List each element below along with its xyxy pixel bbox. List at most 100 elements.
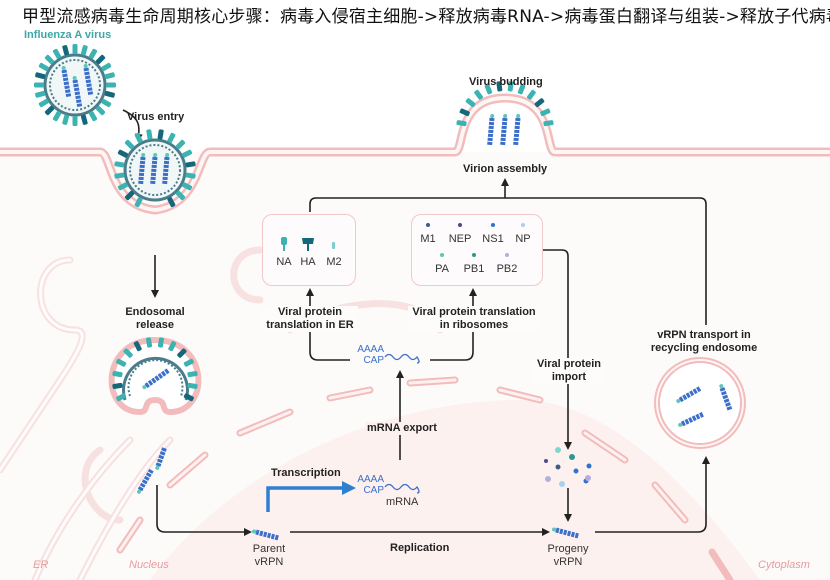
endosome-virion-spikes <box>112 337 198 402</box>
vrpn-polymerase <box>142 385 147 390</box>
ha-spike <box>183 393 194 402</box>
vrpn-segment <box>566 530 572 537</box>
cap: CAP <box>363 355 384 366</box>
protein-pb2: PB2 <box>493 253 521 275</box>
ha-spike <box>534 98 545 108</box>
endosome-vrpn <box>676 386 702 403</box>
region-er-label: ER <box>33 559 49 571</box>
vrpn-segment <box>139 164 145 169</box>
vrpn-segment <box>685 392 691 399</box>
vrpn-segment <box>162 180 168 185</box>
imported-protein-dot <box>545 476 551 482</box>
vrpn-segment <box>502 117 508 122</box>
translation-er-line1: Viral protein <box>278 306 342 318</box>
ha-spike <box>167 197 176 208</box>
np-dot-icon <box>521 223 525 227</box>
na-spike <box>484 84 493 95</box>
vrpn-segment <box>719 387 726 392</box>
parent-vrpn-line2: vRPN <box>254 556 284 568</box>
vrpn-segment <box>501 125 507 130</box>
region-cytoplasm-label: Cytoplasm <box>758 559 810 571</box>
vrpn-segment <box>145 472 152 478</box>
protein-ns1: NS1 <box>479 223 507 245</box>
vrpn-segment <box>83 67 89 72</box>
ha-spike <box>80 114 88 125</box>
influenza-a-virus-label: Influenza A virus <box>24 29 112 41</box>
vrpn-segment <box>255 529 260 536</box>
na-spike <box>72 44 78 54</box>
na-spike <box>157 337 164 348</box>
protein-m1-label: M1 <box>420 233 436 245</box>
vrpn-segment <box>62 77 69 82</box>
na-spike <box>104 72 115 80</box>
na-spike <box>117 182 128 191</box>
ha-spike <box>35 72 46 80</box>
translation-ribosomes-line1: Viral protein translation <box>412 306 536 318</box>
vrpn-segment <box>139 168 145 173</box>
imported-protein-dot <box>585 475 591 481</box>
ha-icon <box>302 238 314 251</box>
vrpn-segment <box>73 83 79 88</box>
cap: CAP <box>363 485 384 496</box>
vrpn-segment <box>152 156 158 161</box>
vrpn-segment <box>164 156 170 161</box>
na-spike <box>175 190 186 201</box>
vrpn-segment <box>555 527 560 534</box>
vrpn-segment <box>500 137 506 142</box>
translation-er-line2: translation in ER <box>266 319 354 331</box>
vrpn-segment <box>76 99 82 104</box>
na-spike <box>540 108 551 117</box>
vrpn-segment <box>64 85 70 90</box>
vrpn-segment <box>514 129 520 134</box>
protein-ns1-label: NS1 <box>482 233 504 245</box>
plasma-membrane <box>0 93 830 215</box>
vrpn-segment <box>488 125 494 130</box>
protein-pb1-label: PB1 <box>463 263 485 275</box>
na-spike <box>62 114 70 125</box>
vrpn-polymerase <box>137 489 141 494</box>
vrpn-segment <box>137 486 144 492</box>
na-icon <box>281 237 287 251</box>
vrpn-segment <box>487 137 493 142</box>
vrpn-segment <box>62 73 68 78</box>
vrpn-segment <box>155 462 162 467</box>
poly-a-tail: AAAA <box>357 344 384 355</box>
na-spike <box>146 337 153 348</box>
na-spike <box>72 116 78 126</box>
na-spike <box>146 129 153 140</box>
endosomal-release-label: Endosomal release <box>125 306 185 332</box>
na-spike <box>35 90 46 98</box>
vrpn-polymerase <box>719 384 724 389</box>
vrpn-segment <box>684 418 690 425</box>
replication-label: Replication <box>390 542 450 554</box>
na-spike <box>182 182 193 191</box>
endosome-vrpn <box>719 384 733 411</box>
vrpn-segment <box>270 533 275 540</box>
vrpn-segment <box>139 160 146 165</box>
protein-import-line1: Viral protein <box>537 358 601 370</box>
na-spike <box>38 62 49 72</box>
na-spike <box>44 54 55 65</box>
protein-na-label: NA <box>276 256 292 268</box>
vrpn-segment <box>86 83 92 88</box>
pb2-dot-icon <box>505 253 509 257</box>
entering-vrpn <box>162 153 170 185</box>
virus-entry-label: Virus entry <box>127 111 185 123</box>
vrpn-polymerase <box>165 153 170 158</box>
progeny-vrpn-glyph <box>552 527 579 539</box>
arrow-protein-import <box>543 249 572 450</box>
translation-ribosomes-label: Viral protein translation in ribosomes <box>408 306 540 332</box>
vrpn-segment <box>160 370 167 377</box>
ha-spike <box>117 149 128 158</box>
vrpn-segment <box>500 133 507 138</box>
endosomal-vrpn <box>142 368 170 390</box>
vrpn-segment <box>487 133 494 138</box>
pb1-dot-icon <box>472 253 476 257</box>
na-spike <box>543 120 554 127</box>
vrpn-polymerase <box>61 66 66 71</box>
na-spike <box>114 161 125 168</box>
ha-spike <box>124 190 135 201</box>
ha-spike <box>95 54 106 65</box>
vrpn-segment <box>722 394 729 400</box>
